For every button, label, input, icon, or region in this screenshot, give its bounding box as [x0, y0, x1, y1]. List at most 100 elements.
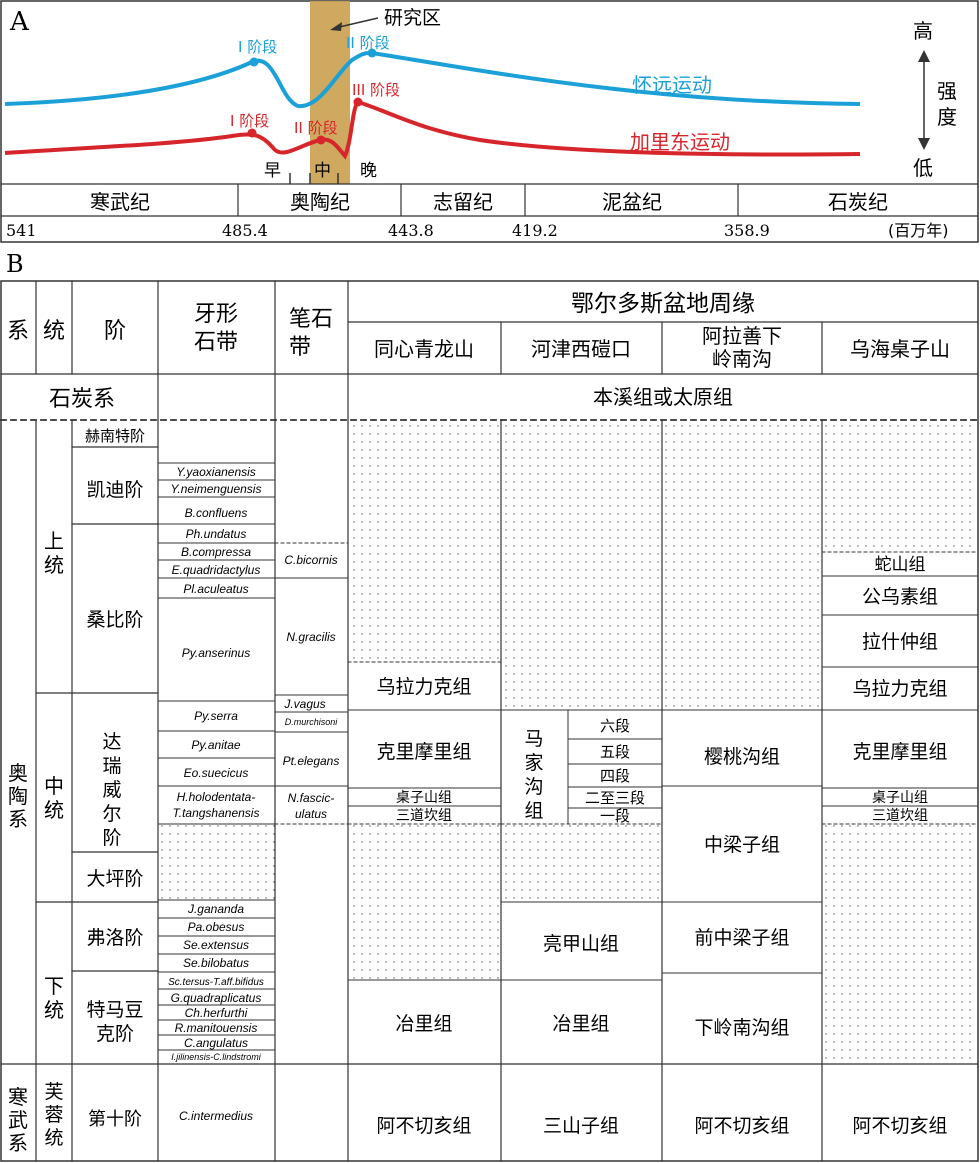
s1-abuqiehai: 阿不切亥组 — [376, 1115, 471, 1137]
gap-qinglongshan-upper — [348, 422, 501, 662]
series-lower-2: 统 — [44, 998, 64, 1022]
s2-majiagou-1: 马 — [524, 728, 543, 750]
s3-zhongliangzi: 中梁子组 — [704, 834, 780, 856]
stage-floian: 弗洛阶 — [86, 927, 143, 949]
intensity-arrow-down — [918, 138, 930, 150]
s3-yingtaogou: 樱桃沟组 — [704, 746, 780, 768]
cono-12: H.holodentata- — [177, 790, 256, 804]
intensity-arrow-up — [918, 50, 930, 62]
header-system: 系 — [7, 319, 29, 344]
cono-23: I.jilinensis-C.lindstromi — [171, 1052, 262, 1062]
s2-majiagou-3: 沟 — [524, 776, 543, 798]
s4-sheshan: 蛇山组 — [875, 555, 926, 575]
stage-tremadocian-2: 克阶 — [96, 1023, 134, 1045]
caledonian-curve-name: 加里东运动 — [630, 130, 730, 154]
gap-zhuozishan-upper — [822, 422, 978, 552]
header-basin: 鄂尔多斯盆地周缘 — [571, 291, 755, 317]
s3-abuqiehai: 阿不切亥组 — [694, 1115, 789, 1137]
axis-low: 低 — [913, 156, 933, 180]
timing-middle: 中 — [314, 161, 331, 181]
stage-darriwilian-3: 威 — [102, 779, 121, 801]
header-section-qinglongshan: 同心青龙山 — [374, 337, 474, 361]
s4-zhuozishan: 桌子山组 — [872, 790, 928, 806]
cono-1: Y.yaoxianensis — [176, 465, 256, 479]
age-485: 485.4 — [222, 221, 268, 240]
carboniferous-system: 石炭系 — [49, 387, 115, 412]
system-cambrian-3: 系 — [8, 1131, 28, 1155]
stage-darriwilian-4: 尔 — [102, 803, 121, 825]
conodont-zone-lines — [157, 462, 276, 1051]
s1-yeli: 冶里组 — [395, 1013, 452, 1035]
series-furong-3: 统 — [44, 1127, 63, 1149]
header-conodont-1: 牙形 — [194, 302, 238, 327]
header-section-xikoukou: 河津西磑口 — [531, 337, 631, 361]
stage-katian: 凯迪阶 — [86, 479, 143, 501]
age-358: 358.9 — [724, 221, 770, 240]
s4-abuqiehai: 阿不切亥组 — [852, 1115, 947, 1137]
huaiyuan-stage2-point — [367, 48, 377, 58]
age-419: 419.2 — [512, 221, 558, 240]
panel-a-frame — [0, 0, 979, 243]
cono-22: C.angulatus — [184, 1036, 248, 1050]
system-ordovician-2: 陶 — [8, 784, 28, 808]
cono-7: Pl.aculeatus — [183, 582, 248, 596]
grapt-5: Pt.elegans — [283, 754, 340, 768]
cono-2: Y.neimenguensis — [171, 482, 262, 496]
axis-mid-2: 度 — [937, 105, 957, 129]
header-graptolite-2: 带 — [289, 335, 311, 360]
series-upper-1: 上 — [44, 529, 64, 553]
period-carboniferous: 石炭纪 — [828, 190, 888, 214]
axis-high: 高 — [913, 19, 933, 43]
s2-member-1: 一段 — [600, 807, 630, 825]
carboniferous-formation: 本溪组或太原组 — [593, 385, 733, 409]
cono-4: Ph.undatus — [186, 527, 247, 541]
stage-dapingian: 大坪阶 — [86, 868, 143, 890]
stage-darriwilian-5: 阶 — [102, 827, 121, 849]
s4-gongwusu: 公乌素组 — [862, 586, 938, 608]
s2-majiagou-4: 组 — [524, 800, 543, 822]
series-lower-1: 下 — [44, 974, 64, 998]
s1-sandaokan: 三道坎组 — [396, 808, 452, 824]
period-devonian: 泥盆纪 — [602, 190, 662, 214]
huaiyuan-stage1-label: I 阶段 — [238, 38, 277, 56]
series-furong-2: 蓉 — [44, 1104, 63, 1126]
axis-mid-1: 强 — [937, 79, 957, 103]
huaiyuan-stage2-label: II 阶段 — [346, 34, 390, 52]
caledonian-stage3-point — [353, 97, 363, 107]
age-unit: (百万年) — [888, 221, 949, 240]
caledonian-curve — [4, 99, 861, 160]
s4-wulalike: 乌拉力克组 — [852, 678, 947, 700]
cono-13: T.tangshanensis — [173, 806, 260, 820]
caledonian-stage1-point — [247, 128, 257, 138]
cono-6: E.quadridactylus — [172, 563, 261, 577]
series-middle-2: 统 — [44, 798, 64, 822]
cono-9: Py.serra — [194, 709, 238, 723]
s2-sanshanzi: 三山子组 — [543, 1115, 619, 1137]
timing-late: 晚 — [360, 161, 377, 181]
timing-early: 早 — [264, 161, 281, 181]
cono-24: C.intermedius — [179, 1109, 253, 1123]
panel-a: A 研究区 I 阶段 II 阶段 怀远运动 I 阶段 II 阶段 III 阶段 … — [0, 0, 979, 243]
cono-10: Py.anitae — [191, 738, 240, 752]
stage-tremadocian-1: 特马豆 — [86, 999, 143, 1021]
s1-wulalike: 乌拉力克组 — [376, 676, 471, 698]
gap-xikoukou-upper — [501, 422, 662, 710]
caledonian-stage1-label: I 阶段 — [230, 112, 269, 130]
stage-darriwilian-2: 瑞 — [102, 755, 121, 777]
age-541: 541 — [6, 221, 37, 240]
huaiyuan-curve — [4, 50, 861, 109]
cono-21: R.manitouensis — [175, 1021, 258, 1035]
series-upper-2: 统 — [44, 553, 64, 577]
s2-member-2-3: 二至三段 — [585, 789, 645, 807]
s2-majiagou-2: 家 — [524, 752, 543, 774]
study-area-arrowhead — [330, 22, 342, 31]
s4-sandaokan: 三道坎组 — [872, 808, 928, 824]
period-cambrian: 寒武纪 — [90, 190, 150, 214]
s2-liangjiashan: 亮甲山组 — [543, 933, 619, 955]
s4-kelimoli: 克里摩里组 — [852, 741, 947, 763]
panel-b: B 系 统 阶 牙形 石带 笔石 带 — [0, 250, 979, 1162]
study-area-label: 研究区 — [384, 7, 441, 29]
series-furong-1: 芙 — [44, 1081, 63, 1103]
system-ordovician-3: 系 — [8, 807, 28, 831]
panel-a-label: A — [9, 7, 30, 37]
